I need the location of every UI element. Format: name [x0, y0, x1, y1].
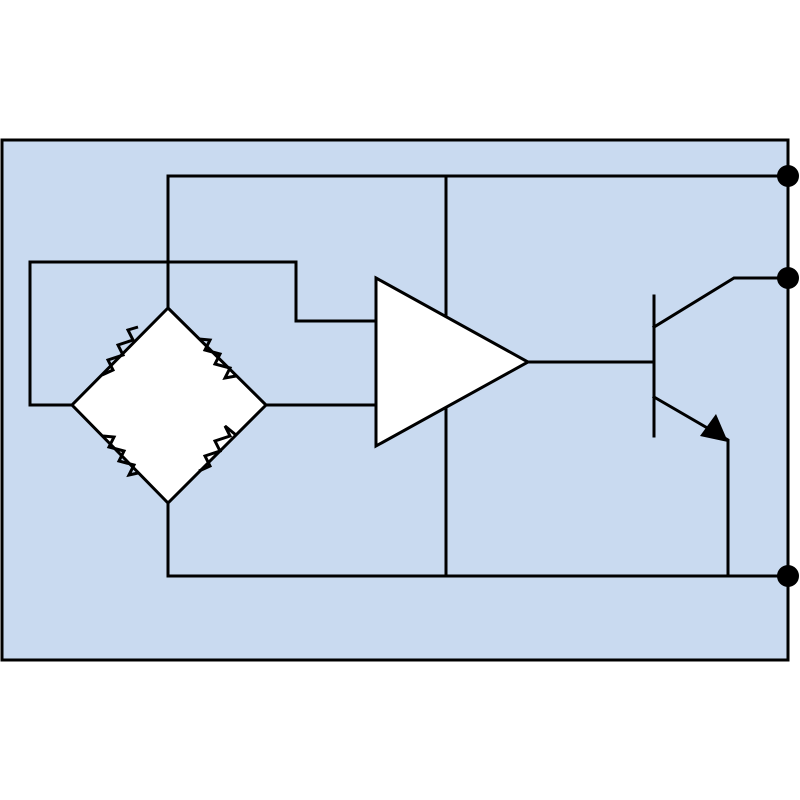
emitter-wire: [651, 394, 730, 578]
collector-wire: [651, 276, 790, 330]
terminal-output[interactable]: [777, 267, 799, 289]
opamp-triangle: [374, 275, 532, 449]
terminal-supply[interactable]: [777, 165, 799, 187]
wiring: [28, 174, 790, 578]
supply-rail-wire: [166, 174, 790, 310]
feedback-wire: [28, 260, 378, 407]
resistor-upper-left: [101, 325, 139, 377]
resistor-lower-right: [198, 424, 237, 473]
npn-transistor: [652, 294, 728, 442]
terminal-ground[interactable]: [777, 565, 799, 587]
ground-rail-wire: [166, 501, 790, 578]
resistor-lower-left: [102, 434, 139, 478]
emitter-arrow-icon: [700, 414, 728, 442]
resistor-upper-right: [198, 337, 237, 381]
wheatstone-bridge: [69, 305, 269, 506]
